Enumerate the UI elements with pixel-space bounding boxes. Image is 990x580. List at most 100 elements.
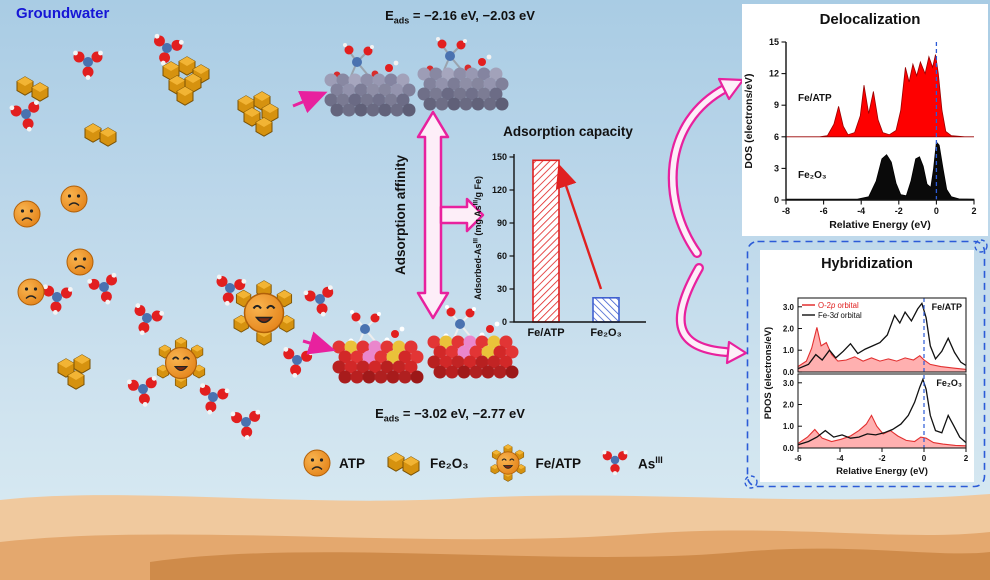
bar-ylabel: Adsorbed-AsIII (mg AsIII/g Fe) [473,176,484,300]
legend-item-atp: ATP [302,448,365,478]
pdos-ytick: 3.0 [783,379,795,388]
sand-dark-band [150,548,990,580]
pdos-chart: Hybridization 0.0 1.0 2.0 3.0 0.0 1.0 2.… [744,239,988,489]
fe2o3-clusters [16,56,279,390]
atp-sad-face-icon [60,185,88,213]
pdos-ytick: 0.0 [783,444,795,453]
pdos-xlabel: Relative Energy (eV) [836,466,928,477]
bar-chart-title: Adsorption capacity [503,124,633,139]
fe2o3-cluster [57,354,91,390]
dos-xtick: -6 [820,206,828,216]
as-molecule-icon [601,449,629,477]
pdos-top-frame [797,297,967,373]
pdos-ticks [797,306,967,452]
bar-ytick: 60 [497,251,507,261]
pdos-ytick: 1.0 [783,422,795,431]
dos-ytick: 9 [774,100,779,110]
pdos-bot-fe3d [797,377,967,446]
eads-top-label: Eads = −2.16 eV, −2.03 eV [320,8,600,26]
dos-series-label-fe2o3: Fe₂O₃ [798,170,827,181]
pdos-ytick: 0.0 [783,368,795,377]
dos-ytick: 3 [774,163,779,173]
eads-bottom-label: Eads = −3.02 eV, −2.77 eV [310,406,590,424]
adsorption-affinity-arrow [416,110,485,320]
pdos-ytick: 2.0 [783,401,795,410]
legend-item-fe2o3: Fe₂O₃ [383,449,469,477]
adsorption-capacity-chart: Adsorption capacity 0 30 60 90 120 150 F… [473,124,646,339]
as-molecule [302,283,340,321]
eads-subscript: ads [393,15,410,26]
bar-fe2o3 [592,297,620,323]
dos-ytick: 0 [774,195,779,205]
dos-xtick: 0 [934,206,939,216]
fe2o3-cluster [16,76,49,102]
species-legend: ATP Fe₂O₃ Fe/ATP AsIII [302,442,663,484]
fe2o3-cluster [84,123,117,147]
scroll-curl-bottom [744,475,758,489]
atp-sad-face-icon [17,278,45,306]
bar-featp [532,159,560,323]
legend-item-featp: Fe/ATP [487,442,582,484]
dos-xtick: 2 [971,206,976,216]
legend-item-as: AsIII [599,446,663,480]
arrow-fe2o3-to-slab [292,90,328,114]
dos-ylabel: DOS (electrons/eV) [743,73,755,168]
dos-title: Delocalization [820,11,921,28]
link-arrow-to-dos [667,77,745,258]
pdos-panel-label-featp: Fe/ATP [932,302,962,312]
as-molecule [229,408,264,442]
atp-sad-face-icon [66,248,94,276]
eads-values: = −2.16 eV, −2.03 eV [409,8,535,23]
atp-sad-face-icon [13,200,41,228]
fe2o3-cluster [162,56,210,106]
as-molecule [8,98,46,136]
as-molecule [193,381,231,419]
pdos-xtick: 2 [964,454,969,463]
legend-label-fe2o3: Fe₂O₃ [430,455,469,471]
dos-series-label-featp: Fe/ATP [798,93,832,104]
bar-comparison-arrow [555,163,603,290]
dos-xtick: -4 [857,206,865,216]
adsorption-affinity-label: Adsorption affinity [393,155,408,275]
bar-cat-featp: Fe/ATP [527,327,564,339]
pdos-xtick: -2 [878,454,886,463]
eads-values: = −3.02 eV, −2.77 eV [399,406,525,421]
fe2o3-slab-model [323,42,417,118]
as-molecule [39,283,75,318]
pdos-top-fe3d [797,301,967,370]
pdos-panel-label-fe2o3: Fe₂O₃ [936,378,962,388]
legend-label-featp: Fe/ATP [535,455,582,471]
pdos-ytick: 3.0 [783,303,795,312]
legend-label-as: AsIII [638,454,663,472]
dos-ytick: 6 [774,132,779,142]
dos-xtick: -2 [895,206,903,216]
dos-xlabel: Relative Energy (eV) [829,219,931,231]
dos-chart: Delocalization 0 3 6 9 12 15 -8 -6 -4 -2… [742,4,988,236]
eads-symbol: E [375,406,384,421]
arrow-featp-to-slab [302,331,336,355]
fe2o3-hexagon-icon [387,452,420,476]
bar-ytick: 90 [497,218,507,228]
pdos-top-o2p [797,327,967,373]
dos-ytick: 15 [769,37,779,47]
pdos-ytick: 1.0 [783,346,795,355]
pdos-ytick: 2.0 [783,325,795,334]
pdos-ylabel: PDOS (electrons/eV) [763,327,774,419]
pdos-legend-o2p: O-2p orbital [818,301,859,310]
featp-happy-face-icon [487,442,529,484]
dos-ticks [781,41,975,205]
bar-ytick: 0 [502,317,507,327]
bar-cat-fe2o3: Fe₂O₃ [590,327,621,339]
atp-sad-face-icon [303,449,331,477]
dos-curve-featp [786,54,974,138]
as-molecule [126,301,166,341]
link-arrow-to-pdos [675,263,748,365]
dos-curve-fe2o3 [785,141,975,201]
fe2o3-slab-model [416,36,510,112]
groundwater-label: Groundwater [16,5,110,22]
eads-symbol: E [385,8,394,23]
fe2o3-cluster [237,91,279,137]
eads-subscript: ads [383,413,400,424]
